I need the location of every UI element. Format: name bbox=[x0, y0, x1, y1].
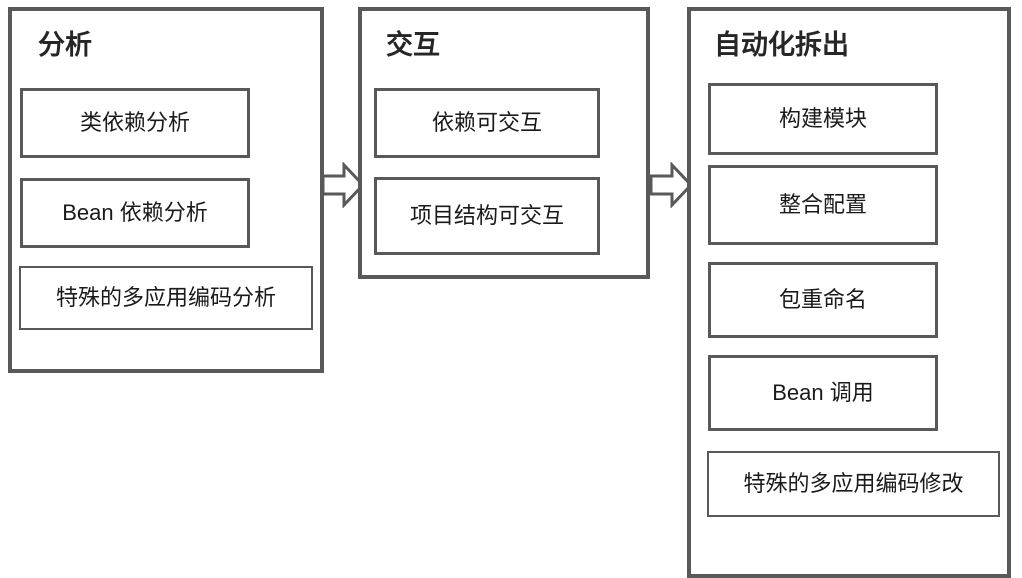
item-special-multi-app-coding-analysis[interactable]: 特殊的多应用编码分析 bbox=[19, 266, 313, 330]
block-arrow-right-icon bbox=[321, 161, 366, 209]
item-label: 包重命名 bbox=[778, 287, 867, 312]
item-label: 依赖可交互 bbox=[431, 110, 542, 135]
item-label: 特殊的多应用编码修改 bbox=[743, 471, 964, 496]
stage-interaction-title: 交互 bbox=[386, 30, 440, 60]
item-build-module[interactable]: 构建模块 bbox=[708, 83, 938, 155]
item-label: 特殊的多应用编码分析 bbox=[55, 285, 276, 310]
item-label: 项目结构可交互 bbox=[409, 203, 564, 228]
item-bean-dependency-analysis[interactable]: Bean 依赖分析 bbox=[20, 178, 250, 248]
item-label: 构建模块 bbox=[778, 106, 867, 131]
item-label: 整合配置 bbox=[778, 192, 867, 217]
item-label: Bean 依赖分析 bbox=[62, 200, 208, 225]
stage-automated-split-title: 自动化拆出 bbox=[714, 30, 849, 60]
stage-analysis-title: 分析 bbox=[38, 30, 92, 60]
item-dependency-interactive[interactable]: 依赖可交互 bbox=[374, 88, 600, 158]
item-label: 类依赖分析 bbox=[79, 110, 190, 135]
item-class-dependency-analysis[interactable]: 类依赖分析 bbox=[20, 88, 250, 158]
item-integrate-configuration[interactable]: 整合配置 bbox=[708, 165, 938, 245]
item-bean-invocation[interactable]: Bean 调用 bbox=[708, 355, 938, 431]
item-project-structure-interactive[interactable]: 项目结构可交互 bbox=[374, 177, 600, 255]
block-arrow-right-icon bbox=[649, 161, 694, 209]
item-label: Bean 调用 bbox=[772, 380, 874, 405]
item-special-multi-app-coding-modification[interactable]: 特殊的多应用编码修改 bbox=[707, 451, 1000, 517]
item-package-rename[interactable]: 包重命名 bbox=[708, 262, 938, 338]
